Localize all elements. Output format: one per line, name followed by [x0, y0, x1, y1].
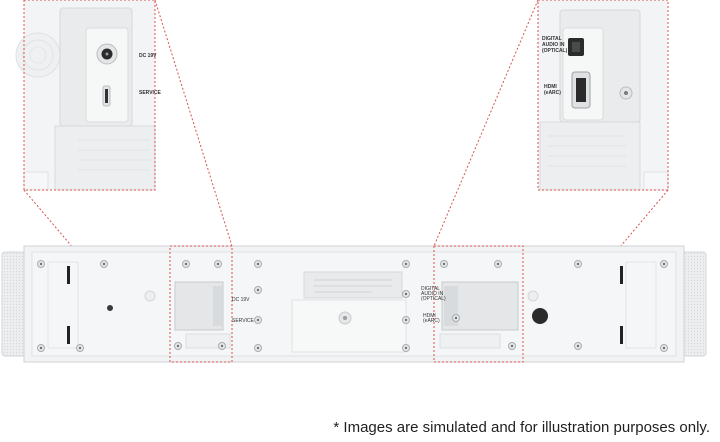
- body-label-digital: DIGITAL: [421, 286, 440, 292]
- keyhole-slot-icon: [67, 266, 70, 284]
- screws: [37, 260, 668, 352]
- body-label-audio-in: AUDIO IN: [421, 291, 444, 297]
- label-service: SERVICE: [139, 90, 162, 96]
- label-dc-19v: DC 19V: [139, 53, 157, 59]
- keyhole-slot-icon: [620, 326, 623, 344]
- label-audio-in: AUDIO IN: [542, 42, 565, 48]
- label-digital: DIGITAL: [542, 36, 562, 42]
- body-label-earc: (eARC): [423, 318, 440, 324]
- zoom-panel-right: DIGITAL AUDIO IN (OPTICAL) HDMI (eARC): [537, 0, 669, 191]
- label-earc: (eARC): [544, 90, 561, 96]
- zoom-panel-left: DC 19V SERVICE: [15, 0, 162, 191]
- keyhole-slot-icon: [67, 326, 70, 344]
- wall-mount-hole-icon: [532, 308, 548, 324]
- disclaimer-text: * Images are simulated and for illustrat…: [333, 419, 710, 436]
- body-label-hdmi: HDMI: [423, 313, 436, 319]
- body-label-optical: (OPTICAL): [421, 296, 446, 302]
- label-hdmi: HDMI: [544, 84, 557, 90]
- soundbar-body: DC 19V SERVICE DIGITAL AUDIO IN (OPTICAL…: [1, 245, 707, 363]
- label-optical: (OPTICAL): [542, 48, 568, 54]
- body-label-dc-19v: DC 19V: [232, 297, 250, 303]
- body-label-service: SERVICE: [232, 318, 255, 324]
- keyhole-slot-icon: [620, 266, 623, 284]
